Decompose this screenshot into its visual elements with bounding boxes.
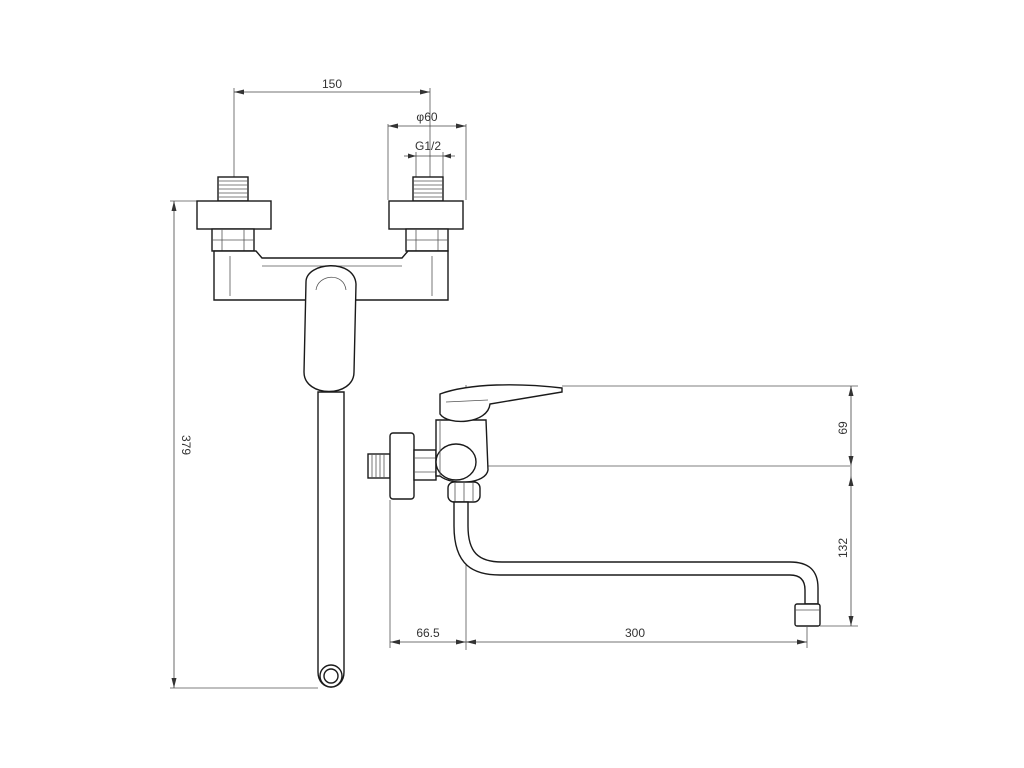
lever-handle bbox=[303, 265, 357, 393]
dimension-label-300: 300 bbox=[625, 626, 645, 640]
spout-pipe-front bbox=[317, 391, 345, 688]
dimension-label-132: 132 bbox=[836, 538, 850, 558]
right-inlet-connector bbox=[388, 176, 464, 252]
side-swivel-nut bbox=[447, 481, 481, 503]
dimension-label-thread: G1/2 bbox=[415, 139, 441, 153]
dimension-132: 132 bbox=[820, 466, 858, 627]
dimension-thread: G1/2 bbox=[404, 139, 455, 178]
dimension-label-150: 150 bbox=[322, 77, 342, 91]
dimension-379: 379 bbox=[170, 200, 318, 689]
front-view: 150 φ60 G1/2 379 bbox=[170, 77, 467, 689]
side-lever-handle bbox=[439, 384, 563, 423]
dimension-label-69: 69 bbox=[836, 421, 850, 435]
side-view: 69 132 66.5 300 bbox=[367, 384, 858, 650]
dimension-150: 150 bbox=[234, 77, 430, 95]
dimension-label-66-5: 66.5 bbox=[416, 626, 440, 640]
side-wall-thread bbox=[367, 432, 437, 500]
dimension-label-diameter: φ60 bbox=[416, 110, 437, 124]
dimension-label-379: 379 bbox=[179, 435, 193, 455]
dimension-diameter-60: φ60 bbox=[387, 110, 467, 200]
side-spout bbox=[453, 501, 821, 627]
side-mixer-body bbox=[435, 419, 489, 483]
dimension-bottom: 66.5 300 bbox=[389, 500, 808, 648]
dimension-69: 69 bbox=[562, 385, 858, 466]
left-inlet-connector bbox=[196, 176, 272, 252]
